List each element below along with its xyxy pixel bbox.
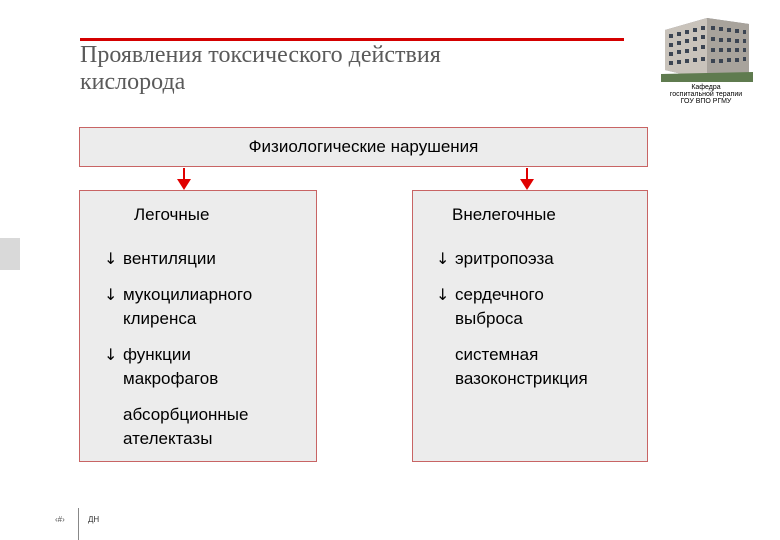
- item-line: ↓ сердечного: [436, 283, 544, 307]
- list-item: ↓ функции макрофагов: [104, 343, 218, 391]
- list-item: ↓ сердечного выброса: [436, 283, 544, 331]
- university-building-logo: [661, 18, 753, 82]
- arrow-down-icon: [520, 168, 534, 190]
- down-arrow-icon: ↓: [104, 345, 118, 364]
- footer-author: ДН: [88, 515, 100, 524]
- side-tab-marker: [0, 238, 20, 270]
- item-text: функции: [123, 345, 191, 364]
- down-arrow-icon: ↓: [436, 285, 450, 304]
- item-text-continued: ателектазы: [123, 429, 213, 448]
- arrow-down-icon: [177, 168, 191, 190]
- item-text: абсорбционные: [123, 405, 249, 424]
- list-item: системная вазоконстрикция: [436, 343, 588, 391]
- item-text-continued: вазоконстрикция: [455, 369, 588, 388]
- down-arrow-icon: ↓: [104, 249, 118, 268]
- caption-line-3: ГОУ ВПО РГМУ: [680, 98, 732, 105]
- item-text: сердечного: [455, 285, 544, 304]
- down-arrow-icon: ↓: [436, 249, 450, 268]
- slide-title: Проявления токсического действия кислоро…: [80, 42, 620, 96]
- item-text: системная: [455, 345, 539, 364]
- caption-line-1: Кафедра: [691, 84, 721, 91]
- extrapulmonary-column: Внелегочные ↓ эритропоэза ↓ сердечного выб…: [412, 190, 648, 462]
- item-text: вентиляции: [123, 249, 216, 268]
- list-item: ↓ вентиляции: [104, 247, 216, 271]
- item-line: ↓ функции: [104, 343, 218, 367]
- root-node-box: Физиологические нарушения: [79, 127, 648, 167]
- item-text-continued: клиренса: [123, 309, 197, 328]
- list-item: ↓ эритропоэза: [436, 247, 554, 271]
- list-item: абсорбционные ателектазы: [104, 403, 248, 451]
- slide-title-line-2: кислорода: [80, 69, 186, 95]
- root-node-label: Физиологические нарушения: [248, 137, 479, 156]
- item-line: ↓ эритропоэза: [436, 247, 554, 271]
- item-line: ↓ вентиляции: [104, 247, 216, 271]
- item-text: мукоцилиарного: [123, 285, 253, 304]
- item-line: ↓ мукоцилиарного: [104, 283, 252, 307]
- item-text-continued: макрофагов: [123, 369, 219, 388]
- slide-number: ‹#›: [55, 515, 65, 524]
- down-arrow-icon: ↓: [104, 285, 118, 304]
- column-heading: Внелегочные: [452, 205, 556, 224]
- caption-line-2: госпитальной терапии: [669, 91, 743, 98]
- footer-divider: [78, 508, 79, 540]
- pulmonary-column: Легочные ↓ вентиляции ↓ мукоцилиарного кли…: [79, 190, 317, 462]
- department-caption: Кафедра госпитальной терапии ГОУ ВПО РГМ…: [650, 84, 762, 105]
- list-item: ↓ мукоцилиарного клиренса: [104, 283, 252, 331]
- item-text-continued: выброса: [455, 309, 523, 328]
- item-text: эритропоэза: [455, 249, 554, 268]
- column-heading: Легочные: [134, 205, 210, 224]
- slide-title-line-1: Проявления токсического действия: [80, 42, 441, 68]
- title-accent-line: [80, 38, 624, 41]
